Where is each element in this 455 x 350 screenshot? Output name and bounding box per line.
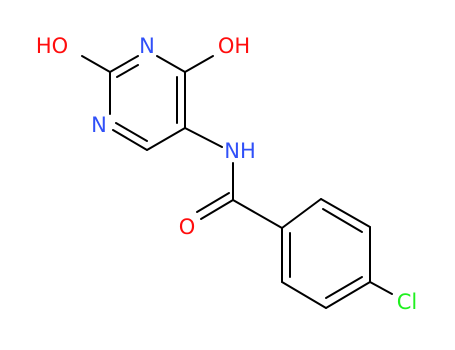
bond-b2-b3-inner — [322, 208, 363, 233]
bond-c6-n1-inner — [115, 122, 148, 142]
atom-label-carbonyl-oxygen: O — [179, 215, 196, 239]
bond-b2-b3 — [320, 198, 371, 228]
bond-c6-n1 — [112, 129, 148, 151]
atom-label-hydroxyl-right: OH — [218, 34, 250, 58]
bond-b4-b5 — [325, 281, 371, 309]
atom-label-amide-nh: NH — [224, 139, 256, 163]
atom-label-nitrogen-top: N — [139, 34, 155, 58]
bond-b4-b5-inner — [325, 276, 363, 299]
atom-label-hydroxyl-left: HO — [36, 34, 68, 58]
atom-labels: HO N OH N NH O Cl — [36, 34, 417, 314]
bonds — [81, 55, 393, 309]
bond-b4-cl — [369, 281, 393, 295]
bond-co-outer — [200, 199, 234, 220]
bond-c2-o — [81, 55, 111, 73]
bond-c2-n3-inner — [116, 64, 139, 78]
bond-c5-c6 — [146, 127, 186, 151]
bond-b1-b2 — [281, 198, 322, 229]
bond-c5-n — [184, 127, 223, 148]
bond-co-inner — [196, 192, 230, 213]
bond-c4-o — [184, 55, 214, 73]
bond-c2-n3 — [109, 55, 139, 73]
atom-label-chlorine: Cl — [397, 290, 418, 314]
bond-n3-c4 — [156, 55, 186, 73]
bond-carbonyl-ring — [232, 199, 283, 229]
bond-b5-b6 — [281, 281, 327, 309]
atom-label-nitrogen-left: N — [91, 113, 107, 137]
